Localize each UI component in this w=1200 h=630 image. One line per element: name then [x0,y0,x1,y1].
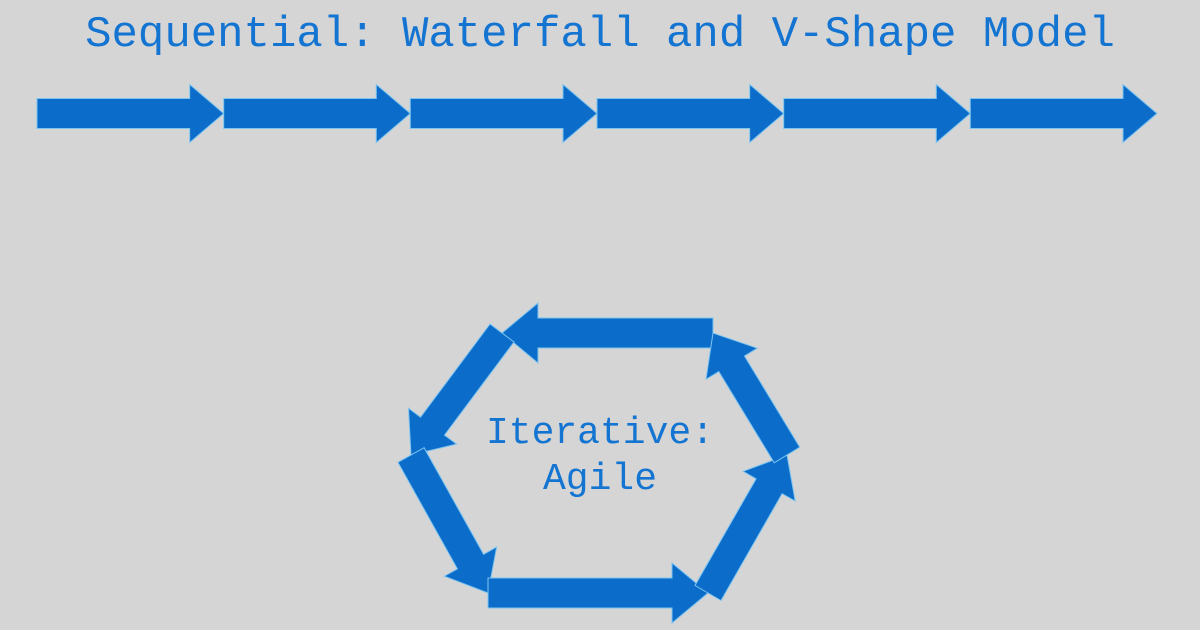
cycle-arrow-3 [397,447,498,594]
sequential-arrow-5 [783,83,972,144]
cycle-arrow-6 [705,332,801,464]
sequential-arrow-3 [409,83,598,144]
iterative-label: Iterative: [485,412,715,455]
agile-label: Agile [542,458,658,501]
sequential-arrow-1 [36,83,225,144]
sequential-arrow-2 [223,83,412,144]
sequential-arrow-4 [596,83,785,144]
cycle-arrow-1 [501,301,714,365]
cycle-arrow-5 [694,454,796,602]
sequential-title: Sequential: Waterfall and V-Shape Model [85,10,1115,60]
sequential-arrow-6 [969,83,1158,144]
cycle-arrow-2 [407,323,515,456]
cycle-arrow-4 [487,561,709,625]
